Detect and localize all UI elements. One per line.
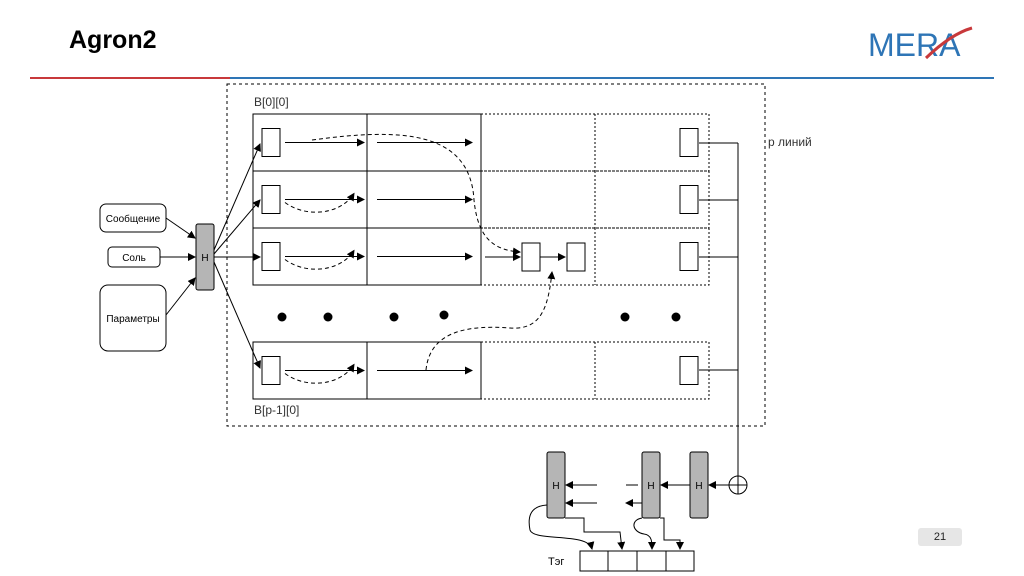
arrow-message-to-h [165,217,196,239]
lane-1-ref-curve [284,192,355,213]
ref-last-to-lane2 [425,271,556,371]
logo-swoosh [924,26,973,60]
arrow-h1-to-tag-0 [528,504,595,550]
memory-lanes [252,113,710,400]
arrow-h-to-lane-0 [213,143,261,251]
label-lanes: p линий [768,135,812,149]
lane-1-block-end [679,185,699,214]
lane-2-block-first [261,242,281,271]
input-message-label: Сообщение [106,213,161,225]
page-number: 21 [918,528,962,546]
header-rule-blue [230,77,994,79]
block-lane2-b [566,242,586,272]
lane-2-ref-curve [284,249,355,270]
lane-last-ref-curve [284,363,355,384]
input-salt-label: Соль [122,253,146,264]
label-first-block: B[0][0] [254,95,289,109]
lane-last-block-end [679,356,699,385]
arrow-h3-to-tag-3 [660,517,684,550]
input-params-label: Параметры [106,314,159,325]
tag-label: Тэг [548,556,564,568]
hash-box-final-1-label: H [552,481,559,492]
xor-icon [728,475,748,495]
lane-2-block-end [679,242,699,271]
lane-0-block-end [679,128,699,157]
mera-logo: MERA [868,26,973,63]
hash-box-final-3-label: H [695,481,702,492]
arrow-h1-to-tag-1 [565,517,626,550]
slide-title: Agron2 [69,26,157,54]
lane-1-block-first [261,185,281,214]
arrow-h-to-lane-1 [213,199,261,255]
tag-blocks [579,550,695,572]
ref-lane0-to-lane2 [311,133,521,256]
block-lane2-a [521,242,541,272]
label-last-block: B[p-1][0] [254,403,299,417]
arrow-h-to-lane-last [213,261,261,369]
arrow-params-to-h [165,277,196,316]
ellipsis-dots [277,310,681,322]
arrow-h2-to-tag-2 [633,517,656,550]
memory-region [226,83,766,427]
hash-box-final-2-label: H [647,481,654,492]
logo-text: MERA [868,27,961,63]
lane-0-block-first [261,128,281,157]
header-rule [30,76,994,79]
input-params [99,284,167,352]
header-rule-red [30,77,230,79]
lane-last-block-first [261,356,281,385]
hash-box-input-label: H [201,253,208,264]
